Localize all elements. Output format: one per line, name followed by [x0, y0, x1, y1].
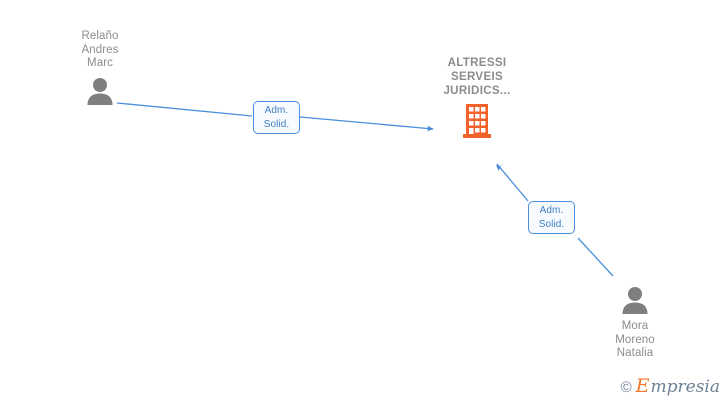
node-person-mora-moreno-natalia[interactable]: Mora Moreno Natalia [580, 286, 690, 361]
relation-chip-adm-solid-bottom[interactable]: Adm. Solid. [528, 201, 575, 234]
person-icon [87, 77, 113, 105]
watermark-brand-rest: mpresia [650, 377, 721, 397]
edge-chip-to-company-bottom [495, 163, 529, 202]
building-icon [463, 104, 491, 138]
person-label: Mora Moreno Natalia [615, 320, 655, 359]
company-label: ALTRESSI SERVEIS JURIDICS... [443, 57, 511, 97]
relation-chip-adm-solid-top[interactable]: Adm. Solid. [253, 101, 300, 134]
person-icon [622, 287, 648, 314]
copyright-icon: © [620, 379, 632, 396]
watermark-brand-initial: E [635, 375, 650, 397]
watermark-empresia: © E mpresia [621, 377, 720, 396]
person-label: Relaño Andres Marc [81, 30, 119, 69]
edge-relano-to-chip [116, 102, 253, 117]
node-company-altressi[interactable]: ALTRESSI SERVEIS JURIDICS... [412, 56, 542, 138]
edge-mora-to-chip [577, 237, 614, 277]
node-person-relano-andres-marc[interactable]: Relaño Andres Marc [45, 30, 155, 105]
